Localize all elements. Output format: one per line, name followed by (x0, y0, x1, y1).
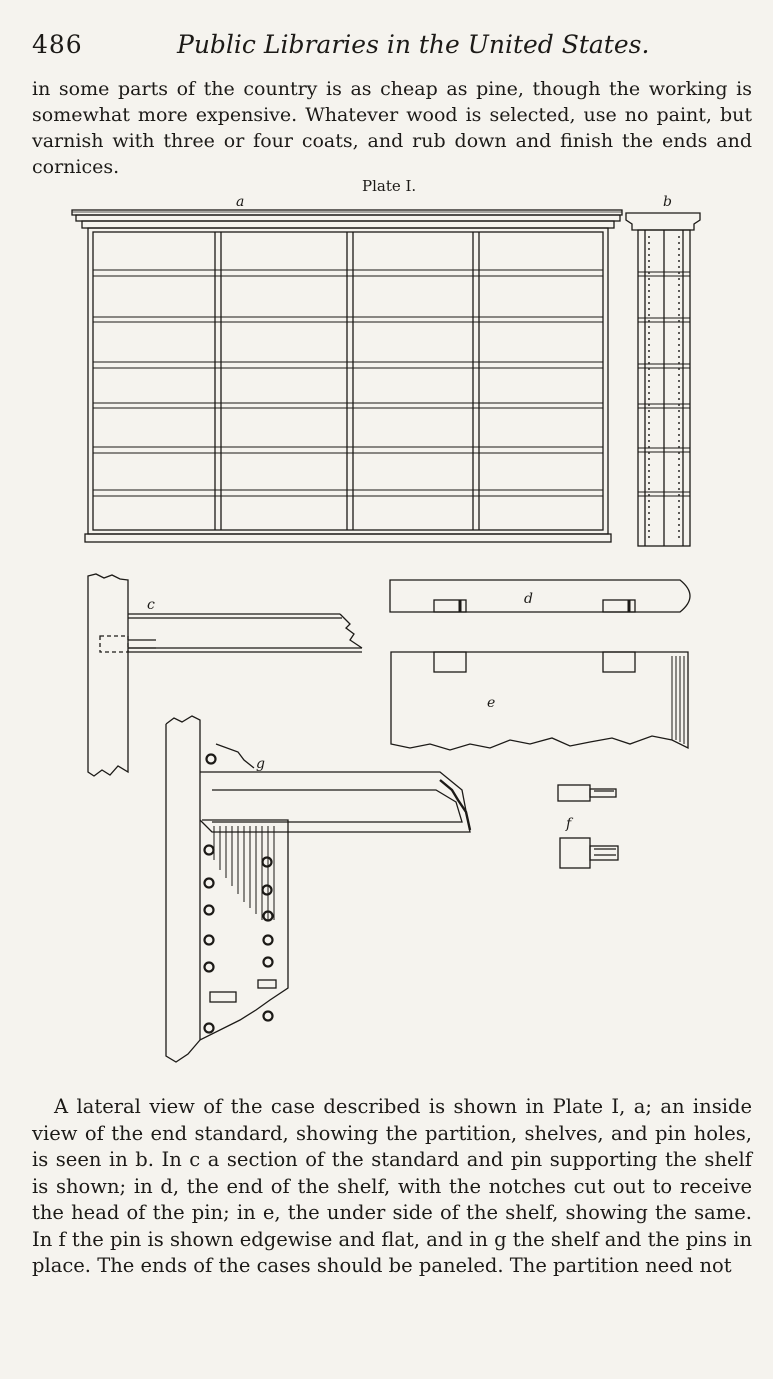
figure-letter-d: d (524, 591, 533, 607)
running-title: Public Libraries in the United States. (177, 30, 650, 59)
figure-letter-f: f (566, 816, 572, 832)
figure-a-bookcase (71, 209, 623, 543)
figure-letter-c: c (147, 597, 155, 613)
top-paragraph-block: in some parts of the country is as cheap… (32, 76, 752, 180)
figure-d-shelf-end (389, 579, 691, 613)
plate-illustration (71, 209, 701, 1063)
figure-c-section (87, 573, 363, 777)
figure-letter-b: b (663, 194, 672, 210)
top-paragraph: in some parts of the country is as cheap… (32, 78, 752, 178)
plate-label: Plate I. (362, 177, 417, 195)
figure-letter-g: g (256, 756, 265, 772)
figure-f-pin (557, 784, 619, 869)
figure-letter-a: a (236, 194, 245, 210)
running-header: 486 Public Libraries in the United State… (32, 26, 649, 66)
figure-e-shelf-underside (390, 651, 689, 751)
page-number: 486 (32, 30, 83, 59)
bottom-paragraph-block: A lateral view of the case described is … (32, 1094, 752, 1280)
figure-b-end-standard (625, 212, 701, 547)
bottom-paragraph: A lateral view of the case described is … (32, 1095, 752, 1277)
figure-letter-e: e (487, 695, 496, 711)
figure-g-assembly (165, 715, 472, 1063)
